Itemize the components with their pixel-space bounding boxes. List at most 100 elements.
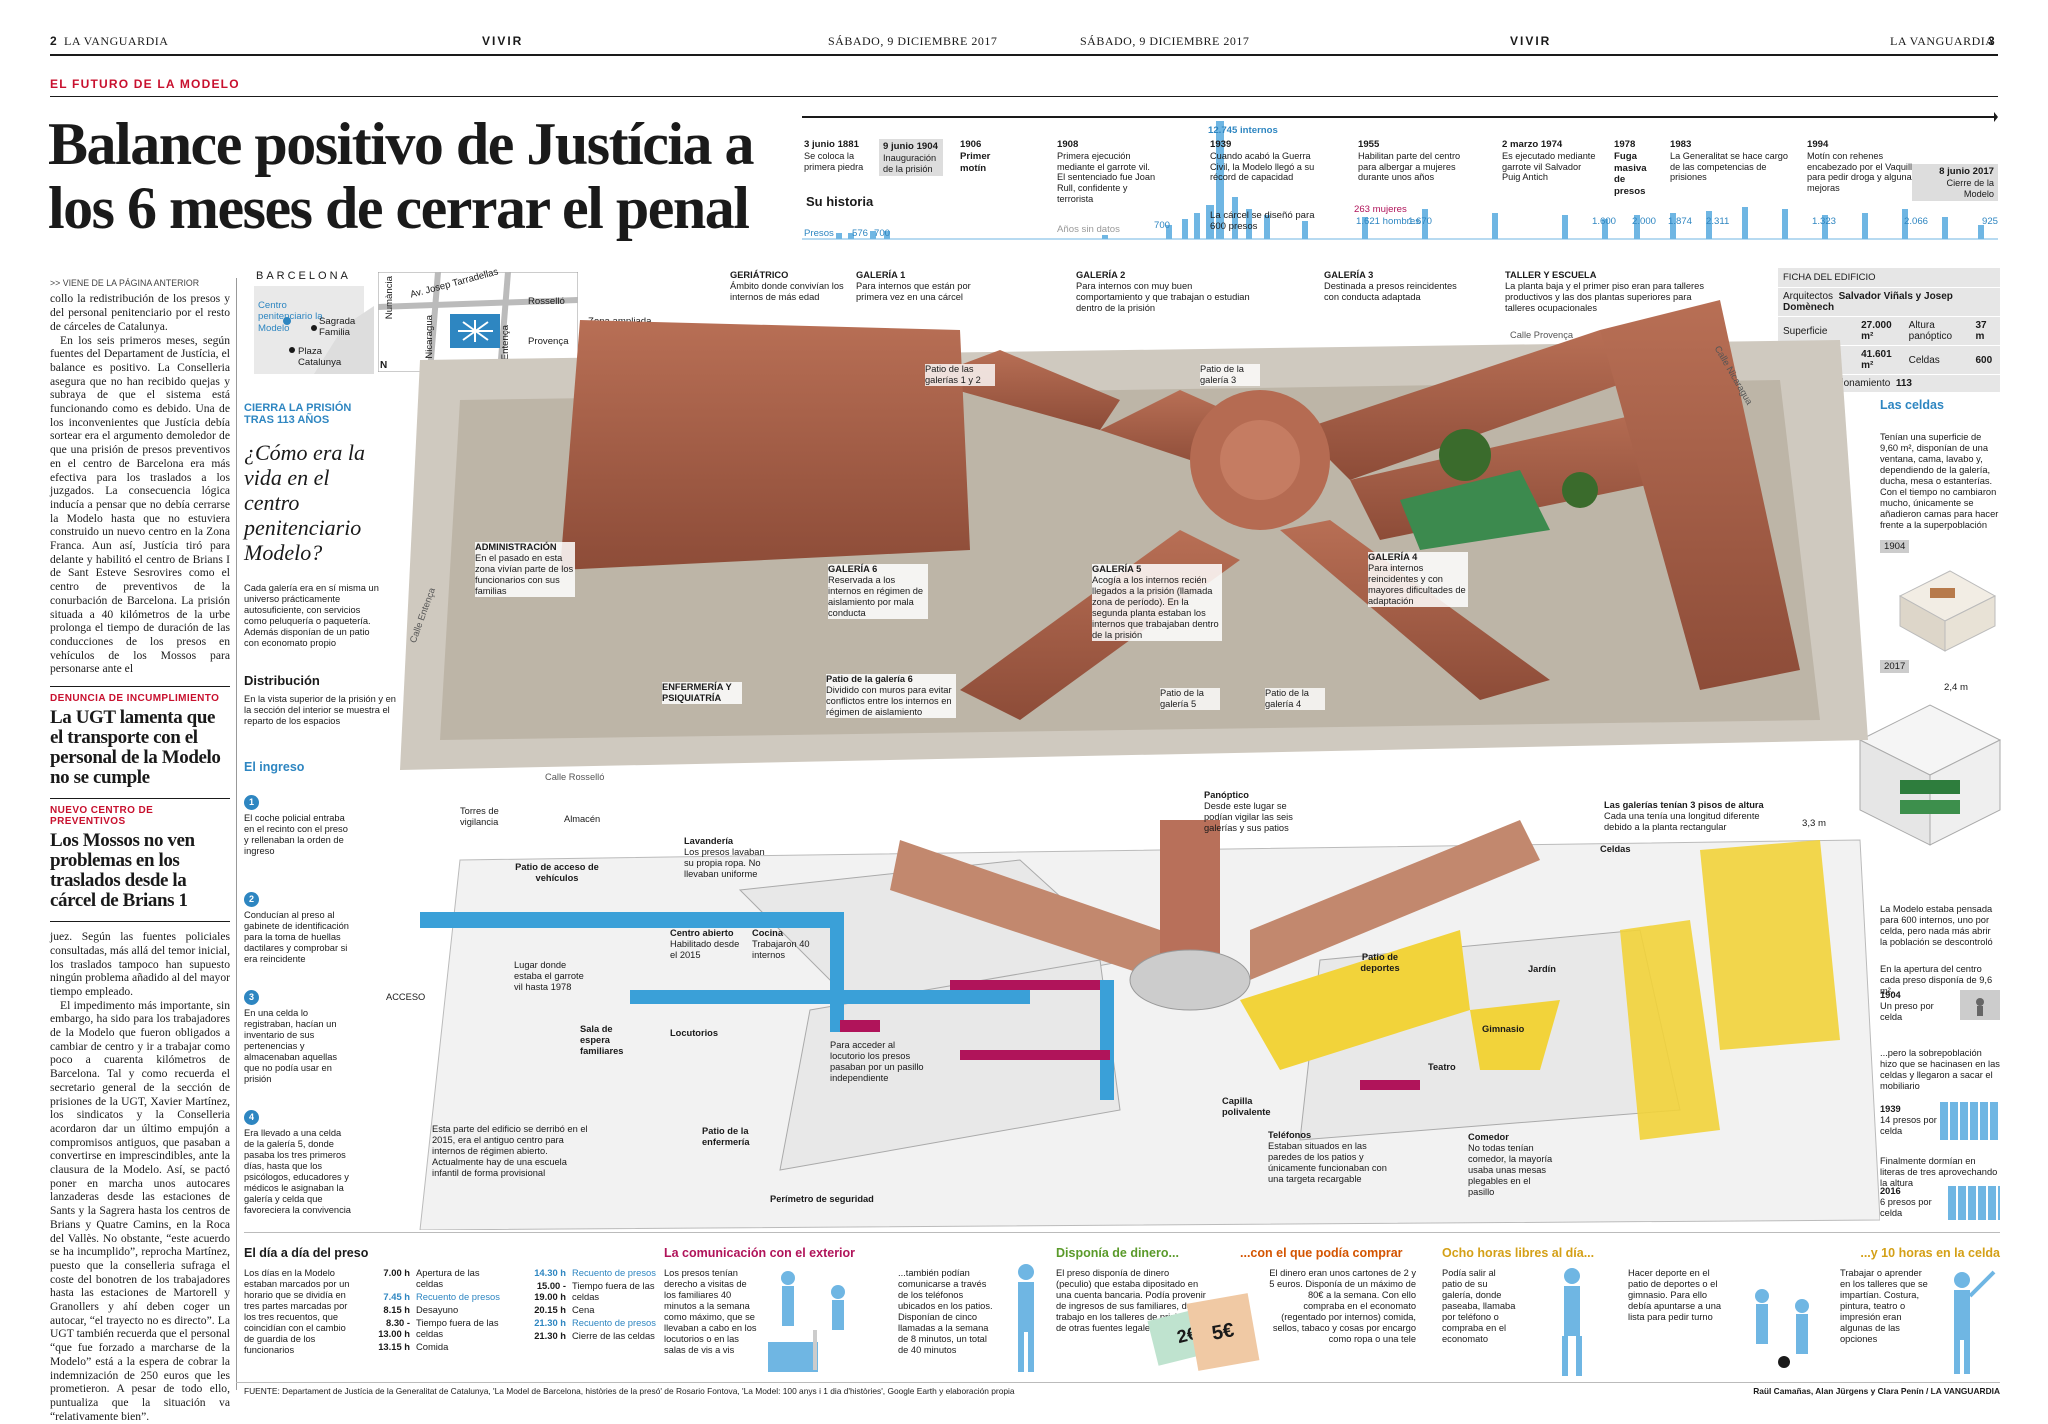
timeline-bar bbox=[1302, 221, 1308, 239]
timeline-bar bbox=[1264, 215, 1270, 239]
street-numancia: Numància bbox=[384, 276, 395, 320]
step-1-icon: 1 bbox=[244, 795, 259, 810]
schedule-time: 7.00 h bbox=[383, 1267, 410, 1278]
locator-map: BARCELONA Centro penitenciario la Modelo… bbox=[244, 266, 651, 375]
body-para-1: collo la redistribución de los presos y … bbox=[50, 292, 230, 333]
cell-2017-illustration bbox=[1858, 704, 2002, 846]
right-brand: LA VANGUARDIA bbox=[1890, 34, 1995, 48]
street-rossello: Rosselló bbox=[528, 296, 565, 307]
dinero-text-2: El dinero eran unos cartones de 2 y 5 eu… bbox=[1269, 1268, 1416, 1344]
schedule-time: 20.15 h bbox=[534, 1304, 566, 1315]
timeline-bar bbox=[836, 233, 842, 239]
schedule-activity: Recuento de presos bbox=[416, 1291, 500, 1302]
timeline-bar bbox=[1362, 217, 1368, 239]
hombres-label: 1.621 hombres bbox=[1356, 216, 1420, 227]
headline-line-1: Balance positivo de Justícia a bbox=[48, 111, 755, 177]
box2-headline: Los Mossos no ven problemas en los trasl… bbox=[50, 830, 195, 912]
comunicacion-panel: La comunicación con el exterior Los pres… bbox=[664, 1246, 1052, 1372]
ingreso-step-2: Conducían al preso al gabinete de identi… bbox=[244, 910, 349, 964]
schedule-row: 20.15 h Cena bbox=[518, 1303, 662, 1316]
footer-credits: Raül Camañas, Alan Jürgens y Clara Penín… bbox=[1753, 1386, 2000, 1396]
column-divider bbox=[236, 278, 237, 1390]
label-acceder: Para acceder al locutorio los presos pas… bbox=[830, 1040, 924, 1083]
timeline-bar bbox=[1232, 197, 1238, 239]
label-torres: Torres de vigilancia bbox=[460, 806, 499, 827]
footer-rule bbox=[236, 1382, 2000, 1383]
headline: Balance positivo de Justícia a los 6 mes… bbox=[48, 112, 788, 240]
timeline-title: Su historia bbox=[806, 194, 874, 209]
schedule-time: 8.30 - 13.00 h bbox=[378, 1317, 410, 1339]
sin-datos-label: Años sin datos bbox=[1057, 224, 1120, 235]
map-plaza: Plaza Catalunya bbox=[298, 346, 342, 369]
schedule-row: 7.45 h Recuento de presos bbox=[362, 1290, 506, 1303]
timeline-bar bbox=[1942, 217, 1948, 239]
ocho-text-2: Hacer deporte en el patio de deportes o … bbox=[1628, 1268, 1722, 1322]
section-view bbox=[419, 820, 1880, 1230]
timeline-bar bbox=[1602, 219, 1608, 239]
timeline-bar bbox=[1194, 213, 1200, 239]
intro-question: ¿Cómo era la vida en el centro penitenci… bbox=[244, 440, 365, 565]
timeline-value: 2.311 bbox=[1706, 216, 1730, 227]
ingreso-panel: El ingreso 1 El coche policial entraba e… bbox=[244, 760, 354, 1216]
phone-figure-icon bbox=[1018, 1264, 1034, 1372]
label-calle-entenca: Calle Entença bbox=[407, 586, 438, 645]
label-locutorios: Locutorios bbox=[670, 1028, 719, 1038]
schedule-time: 7.45 h bbox=[383, 1291, 410, 1302]
schedule-activity: Cena bbox=[572, 1304, 595, 1315]
timeline-bar bbox=[870, 231, 876, 239]
label-calle-provenca: Calle Provença bbox=[1510, 330, 1574, 340]
label-patio-3: Patio de la galería 3 bbox=[1200, 364, 1260, 386]
schedule-activity: Cierre de las celdas bbox=[572, 1330, 655, 1341]
ocho-panel: Ocho horas libres al día... ...y 10 hora… bbox=[1442, 1246, 2000, 1376]
ticket-5-euro: 5€ bbox=[1186, 1293, 1260, 1371]
label-teatro: Teatro bbox=[1428, 1062, 1456, 1072]
ratio-2016-icon bbox=[1948, 1186, 2000, 1220]
dinero-title: Disponía de dinero... bbox=[1056, 1246, 1179, 1260]
timeline-value: 2.000 bbox=[1632, 216, 1657, 227]
timeline-value: 925 bbox=[1982, 216, 1999, 227]
left-brand: LA VANGUARDIA bbox=[64, 34, 169, 48]
aerial-view bbox=[400, 300, 1868, 770]
ocho-title: Ocho horas libres al día... bbox=[1442, 1246, 1595, 1260]
timeline-bar bbox=[1216, 121, 1224, 239]
step-4-icon: 4 bbox=[244, 1110, 259, 1125]
step-2-icon: 2 bbox=[244, 892, 259, 907]
date-left: SÁBADO, 9 DICIEMBRE 2017 bbox=[828, 34, 998, 48]
timeline-value: 700 bbox=[874, 228, 891, 239]
visit-figures-icon bbox=[768, 1271, 845, 1372]
schedule-activity: Tiempo fuera de las celdas bbox=[572, 1280, 655, 1302]
timeline-chart bbox=[802, 112, 1998, 240]
schedule-activity: Tiempo fuera de las celdas bbox=[416, 1317, 499, 1339]
map-sagrada: Sagrada Familia bbox=[319, 316, 356, 339]
box1-headline: La UGT lamenta que el transporte con el … bbox=[50, 707, 221, 789]
timeline-bar bbox=[1206, 205, 1214, 239]
label-lugar-garrote: Lugar donde estaba el garrote vil hasta … bbox=[514, 960, 584, 992]
ingreso-step-3: En una celda lo registraban, hacían un i… bbox=[244, 1008, 338, 1084]
header-rule bbox=[50, 54, 1998, 56]
presos-label: Presos bbox=[804, 228, 834, 239]
timeline-bar bbox=[1562, 215, 1568, 239]
label-sala-espera: Sala de espera familiares bbox=[580, 1024, 624, 1056]
timeline-bar bbox=[1634, 215, 1640, 239]
ficha-title: FICHA DEL EDIFICIO bbox=[1778, 268, 2000, 288]
schedule-activity: Recuento de presos bbox=[572, 1317, 656, 1328]
celdas-panel: Las celdas Tenían una superficie de 9,60… bbox=[1880, 398, 2000, 531]
diez-text: Trabajar o aprender en los talleres que … bbox=[1840, 1268, 1928, 1344]
